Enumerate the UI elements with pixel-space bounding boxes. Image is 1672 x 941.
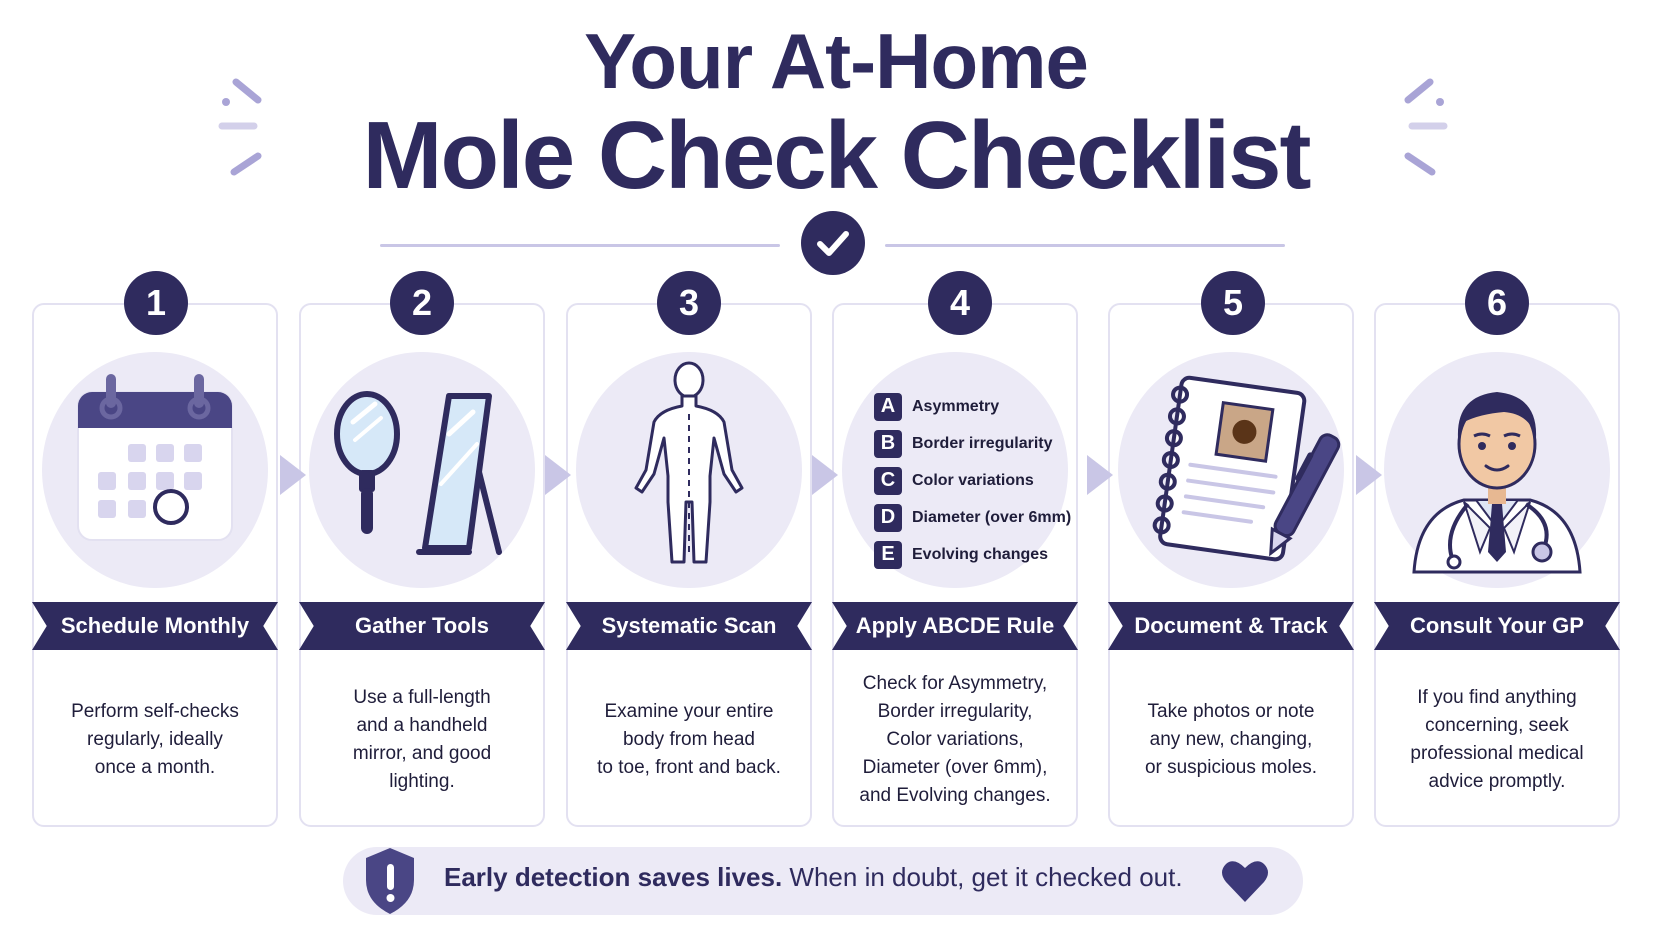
step-title-5: Document & Track [1108,602,1354,650]
step-number-5: 5 [1201,271,1265,335]
title-line-1: Your At-Home [584,17,1089,105]
doctor-icon [1412,392,1582,574]
step-arrow-2 [545,455,571,495]
step-number-2: 2 [390,271,454,335]
shield-alert-icon [366,848,414,914]
step-number-1: 1 [124,271,188,335]
step-number-6: 6 [1465,271,1529,335]
step-arrow-3 [812,455,838,495]
title-line-2: Mole Check Checklist [362,102,1312,209]
footer-message: Early detection saves lives. When in dou… [444,862,1183,892]
calendar-icon [77,374,233,541]
step-title-1: Schedule Monthly [32,602,278,650]
mirror-icon [334,391,502,555]
notebook-pen-icon [1152,375,1341,562]
step-title-6: Consult Your GP [1374,602,1620,650]
title-divider-left [380,244,780,247]
footer-banner [343,847,1303,915]
step-arrow-5 [1356,455,1382,495]
step-title-4: Apply ABCDE Rule [832,602,1078,650]
title-divider-right [885,244,1285,247]
step-title-2: Gather Tools [299,602,545,650]
heart-icon [1222,861,1268,902]
step-number-4: 4 [928,271,992,335]
step-arrow-4 [1087,455,1113,495]
body-outline-icon [634,361,744,564]
checkmark-icon [817,231,849,256]
step-title-3: Systematic Scan [566,602,812,650]
checkmark-badge [801,211,865,275]
step-desc-4: Check for Asymmetry,Border irregularity,… [859,673,1051,806]
step-number-3: 3 [657,271,721,335]
sparkle-lines-right-icon [1404,78,1448,176]
step-arrow-1 [280,455,306,495]
sparkle-lines-left-icon [218,78,262,176]
